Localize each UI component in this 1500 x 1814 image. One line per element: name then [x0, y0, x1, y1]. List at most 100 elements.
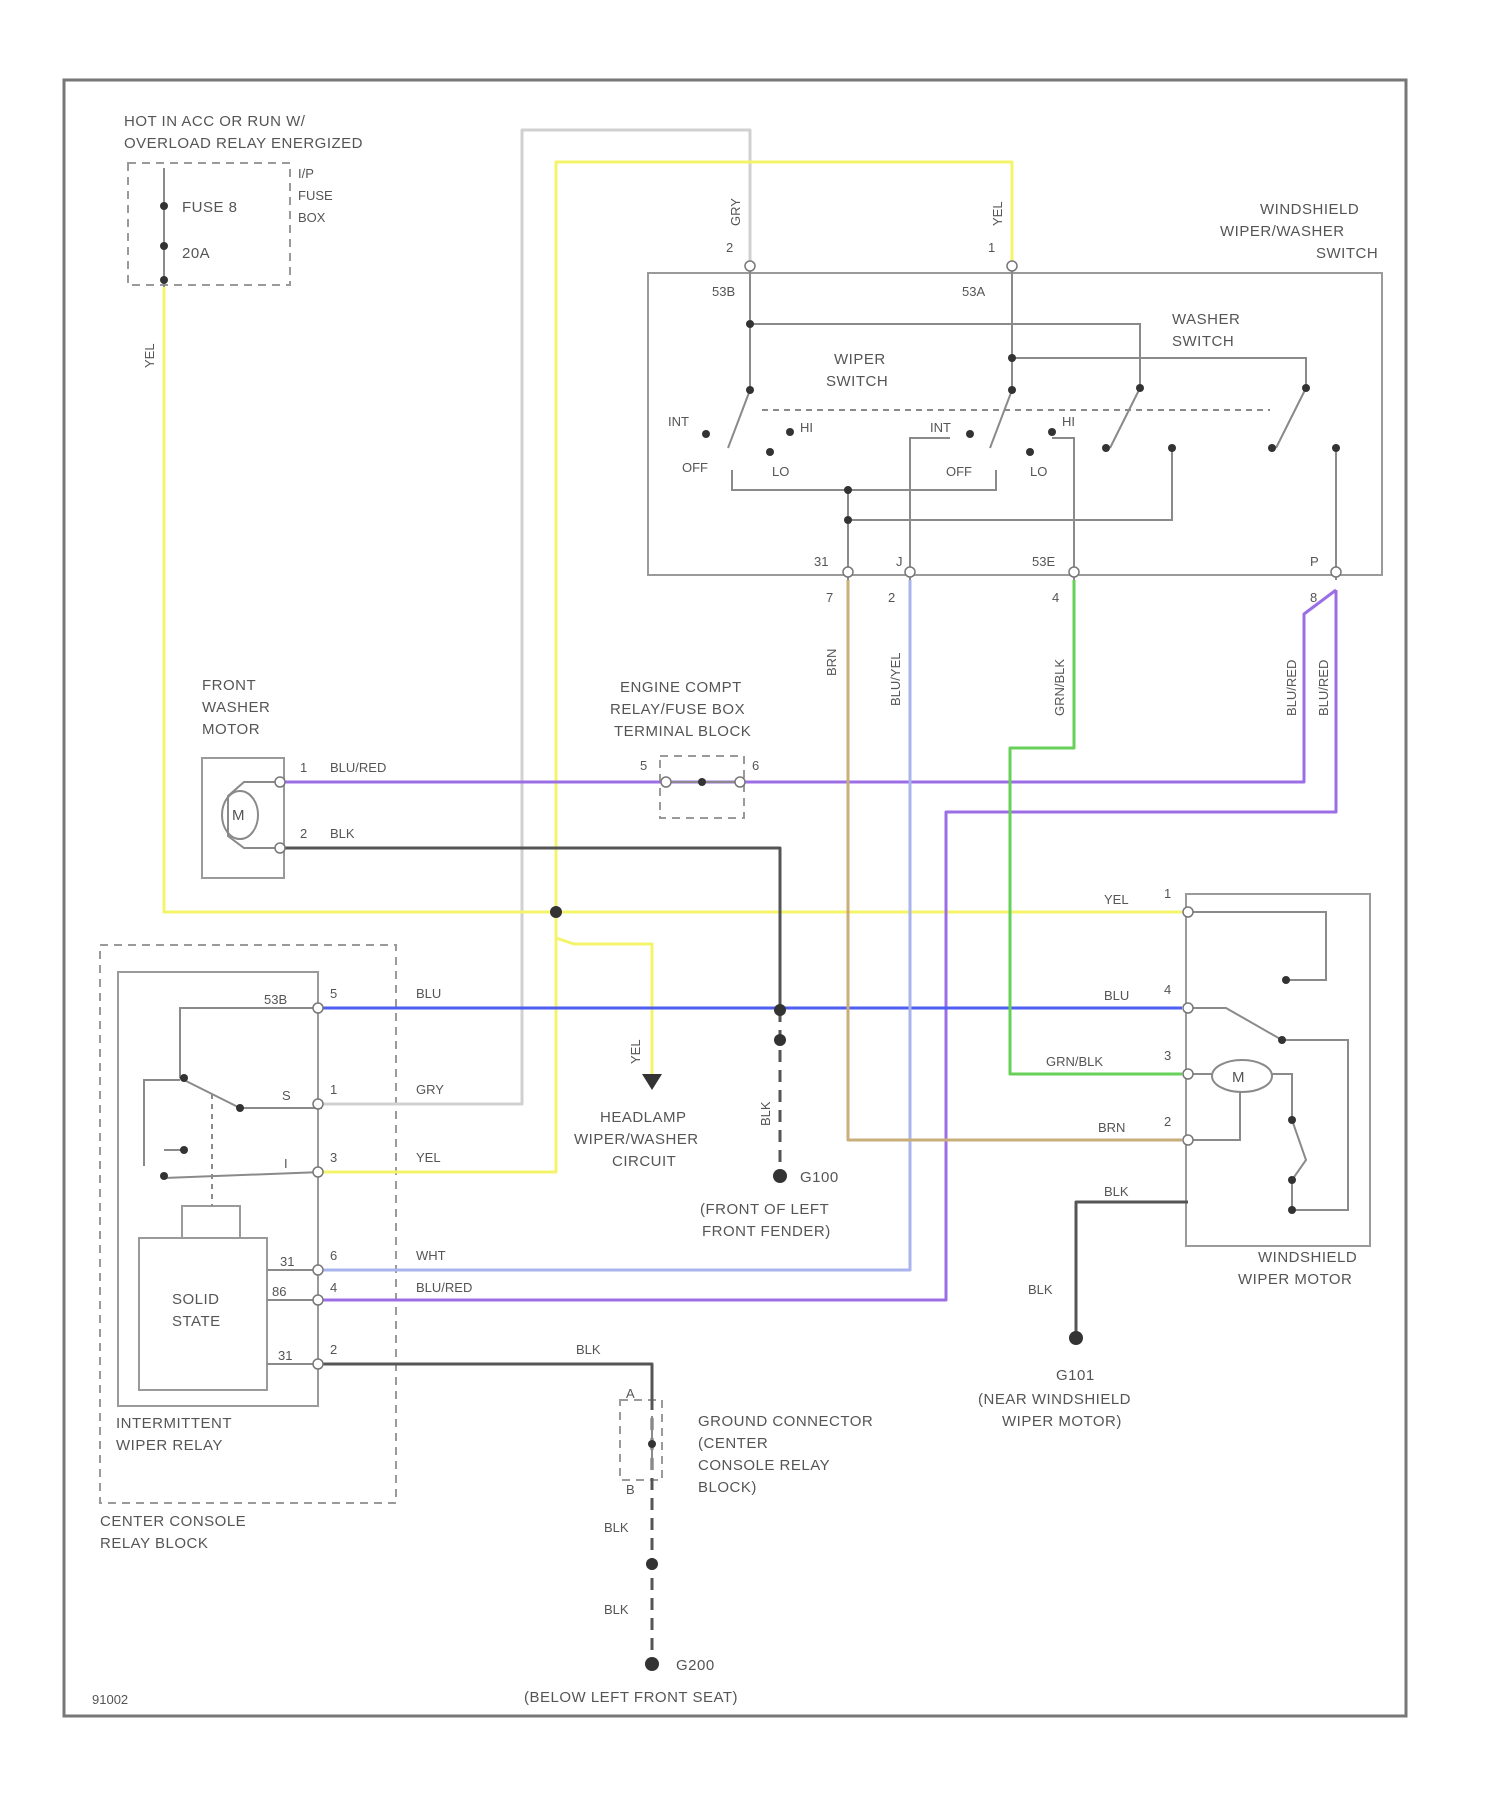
blured-vert-label-1: BLU/RED	[1284, 660, 1299, 716]
motor-pin-1: 1	[1164, 886, 1171, 901]
headlamp-label-1: HEADLAMP	[600, 1109, 687, 1126]
relay-31: 31	[280, 1254, 294, 1269]
fuse-box-outline	[128, 163, 290, 285]
pin-2-top: 2	[726, 240, 733, 255]
relay-86: 86	[272, 1284, 286, 1299]
blured-vert-label-2: BLU/RED	[1316, 660, 1331, 716]
yel-top-label: YEL	[990, 201, 1005, 226]
motor-pin-4: 4	[1164, 982, 1171, 997]
fuse-internals	[160, 168, 168, 287]
intermittent-relay-box	[118, 972, 318, 1406]
blk-wire-washer	[284, 848, 780, 1010]
off-label-1: OFF	[682, 460, 708, 475]
g100-desc-1: (FRONT OF LEFT	[700, 1201, 829, 1218]
ground-connector-outline	[620, 1400, 662, 1480]
motor-pin-3: 3	[1164, 1048, 1171, 1063]
hi-label-1: HI	[800, 420, 813, 435]
g101-ground-icon	[1069, 1331, 1083, 1345]
g101-label: G101	[1056, 1367, 1095, 1384]
gc-pin-b: B	[626, 1482, 635, 1497]
terminal-p: P	[1310, 554, 1319, 569]
pin-2-bottom: 2	[888, 590, 895, 605]
wiper-switch-label-1: WIPER	[834, 351, 886, 368]
pin-4: 4	[1052, 590, 1059, 605]
headlamp-arrow	[642, 1074, 662, 1090]
blk-gc-label-2: BLK	[604, 1602, 629, 1617]
int-label-1: INT	[668, 414, 689, 429]
engine-block-label-2: RELAY/FUSE BOX	[610, 701, 745, 718]
wiper-motor-label-2: WIPER MOTOR	[1238, 1271, 1352, 1288]
relay-pin-5: 5	[330, 986, 337, 1001]
ground-connector-label-3: CONSOLE RELAY	[698, 1457, 830, 1474]
g100-label: G100	[800, 1169, 839, 1186]
wiper-switch-label-2: SWITCH	[826, 373, 888, 390]
washer-switch-label-1: WASHER	[1172, 311, 1240, 328]
center-console-label-1: CENTER CONSOLE	[100, 1513, 246, 1530]
center-console-label-2: RELAY BLOCK	[100, 1535, 208, 1552]
relay-31b: 31	[278, 1348, 292, 1363]
pin-6-terminal: 6	[752, 758, 759, 773]
headlamp-label-2: WIPER/WASHER	[574, 1131, 699, 1148]
engine-block-label-3: TERMINAL BLOCK	[614, 723, 751, 740]
wiper-washer-switch-box	[648, 273, 1382, 575]
relay-pin-4: 4	[330, 1280, 337, 1295]
amps-label: 20A	[182, 245, 210, 262]
washer-blk-label: BLK	[330, 826, 355, 841]
engine-block-label-1: ENGINE COMPT	[620, 679, 742, 696]
figure-id: 91002	[92, 1692, 128, 1707]
blk-vert-label: BLK	[758, 1101, 773, 1126]
pin-1-top: 1	[988, 240, 995, 255]
wiper-motor-label-1: WINDSHIELD	[1258, 1249, 1357, 1266]
brn-right-label: BRN	[1098, 1120, 1125, 1135]
overload-label: OVERLOAD RELAY ENERGIZED	[124, 135, 363, 152]
washer-pin-2: 2	[300, 826, 307, 841]
g200-ground-icon	[645, 1657, 659, 1671]
g100-desc-2: FRONT FENDER)	[702, 1223, 831, 1240]
switch-title-2: WIPER/WASHER	[1220, 223, 1345, 240]
g200-label: G200	[676, 1657, 715, 1674]
blk-gc-label-1: BLK	[604, 1520, 629, 1535]
int-label-2: INT	[930, 420, 951, 435]
bluyel-vert-label: BLU/YEL	[888, 653, 903, 706]
ip-box-label: BOX	[298, 210, 326, 225]
terminal-31: 31	[814, 554, 828, 569]
yel-vert-label: YEL	[628, 1039, 643, 1064]
pin-8: 8	[1310, 590, 1317, 605]
relay-blured-label: BLU/RED	[416, 1280, 472, 1295]
lo-label-2: LO	[1030, 464, 1047, 479]
relay-internals	[144, 1008, 322, 1364]
int-relay-label-2: WIPER RELAY	[116, 1437, 223, 1454]
ground-connector-label-1: GROUND CONNECTOR	[698, 1413, 873, 1430]
pin-7: 7	[826, 590, 833, 605]
blured-wire-washer	[284, 590, 1336, 782]
int-relay-label-1: INTERMITTENT	[116, 1415, 232, 1432]
solid-state-label-2: STATE	[172, 1313, 221, 1330]
washer-pin-1: 1	[300, 760, 307, 775]
terminal-53b-top: 53B	[712, 284, 735, 299]
switch-internals	[702, 262, 1340, 580]
lo-label-1: LO	[772, 464, 789, 479]
relay-s: S	[282, 1088, 291, 1103]
g100-ground-icon	[773, 1169, 787, 1183]
hi-label-2: HI	[1062, 414, 1075, 429]
front-washer-label-2: WASHER	[202, 699, 270, 716]
grnblk-wire	[1010, 580, 1182, 1074]
g200-desc: (BELOW LEFT FRONT SEAT)	[524, 1689, 738, 1706]
off-label-2: OFF	[946, 464, 972, 479]
switch-title-1: WINDSHIELD	[1260, 201, 1359, 218]
pin-5-terminal: 5	[640, 758, 647, 773]
grnblk-right-label: GRN/BLK	[1046, 1054, 1103, 1069]
blu-right-label: BLU	[1104, 988, 1129, 1003]
gc-pin-a: A	[626, 1386, 635, 1401]
relay-pin-6: 6	[330, 1248, 337, 1263]
relay-wht-label: WHT	[416, 1248, 446, 1263]
relay-i: I	[284, 1156, 288, 1171]
front-washer-label-1: FRONT	[202, 677, 256, 694]
ip-fuse-label: FUSE	[298, 188, 333, 203]
yel-right-label: YEL	[1104, 892, 1129, 907]
front-washer-label-3: MOTOR	[202, 721, 260, 738]
blk-motor-label: BLK	[1104, 1184, 1129, 1199]
gry-top-label: GRY	[728, 198, 743, 226]
motor-internals	[1188, 912, 1348, 1214]
